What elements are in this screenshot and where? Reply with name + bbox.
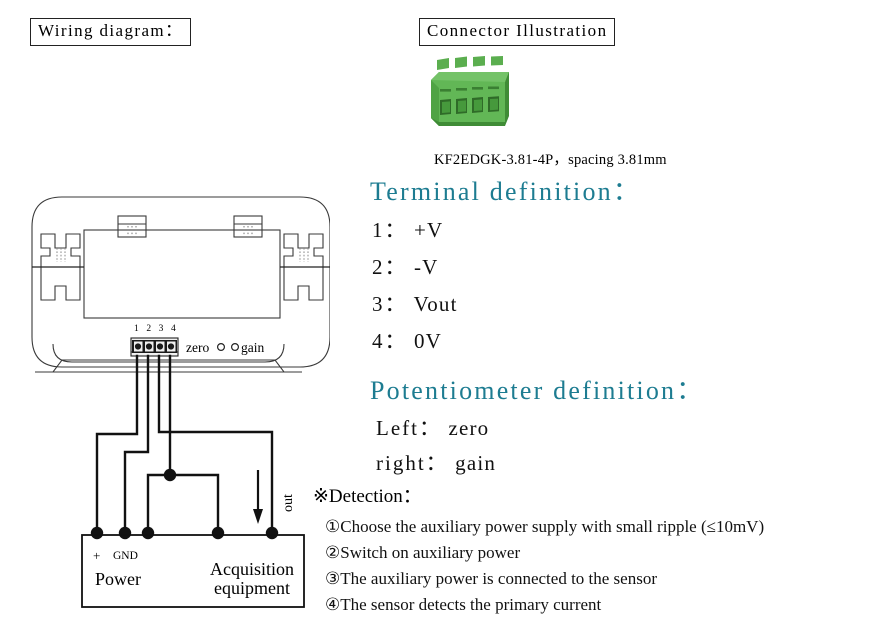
terminal-node-acq-in — [265, 526, 279, 540]
potentiometer-item-left: Left： zero — [376, 418, 489, 439]
zero-potentiometer-icon — [217, 343, 226, 352]
detection-step-1: ①Choose the auxiliary power supply with … — [325, 517, 765, 536]
sensor-top-tab-left — [117, 215, 147, 238]
detection-title: ※Detection： — [313, 487, 422, 506]
detection-title-text: Detection： — [328, 486, 422, 507]
wiring-diagram-graphic — [0, 0, 330, 638]
wire-bundle — [95, 354, 274, 535]
terminal-node-power-plus — [90, 526, 104, 540]
wire-common-to-acq-gnd — [168, 473, 220, 535]
terminal-node-acq-gnd — [211, 526, 225, 540]
terminal-pin-numbers: 1 2 3 4 — [134, 324, 179, 334]
connector-image — [425, 56, 521, 133]
detection-step-3: ③The auxiliary power is connected to the… — [325, 569, 657, 588]
gain-potentiometer-icon — [231, 343, 240, 352]
potentiometer-item-right: right： gain — [376, 453, 496, 474]
power-acquisition-box — [81, 534, 305, 608]
terminal-node-power-gnd — [118, 526, 132, 540]
power-box-label: Power — [95, 569, 141, 589]
gain-label: gain — [241, 340, 265, 355]
terminal-item-2: 2： -V — [372, 257, 439, 278]
junction-node-common — [163, 468, 177, 482]
out-arrow-icon — [253, 470, 263, 524]
zero-label: zero — [186, 340, 210, 355]
acquisition-label-line1: Acquisition — [210, 559, 294, 579]
terminal-item-4: 4： 0V — [372, 331, 442, 352]
terminal-item-3: 3： Vout — [372, 294, 458, 315]
wire-pin1-to-power-plus — [95, 354, 139, 535]
acquisition-box-label: Acquisition equipment — [200, 560, 304, 598]
terminal-item-1-value: +V — [413, 218, 444, 242]
wire-junction-nodes — [90, 468, 279, 540]
detection-step-4: ④The sensor detects the primary current — [325, 595, 602, 614]
out-label: out — [281, 494, 296, 512]
potentiometer-item-left-key: Left： — [376, 416, 442, 440]
sensor-top-tab-right — [233, 215, 263, 238]
connector-illustration-header: Connector Illustration — [419, 18, 616, 46]
terminal-definition-heading: Terminal definition： — [370, 177, 642, 206]
sensor-outer-shell — [31, 196, 330, 368]
wiring-diagram-header: Wiring diagram： — [30, 18, 192, 46]
terminal-item-4-key: 4： — [372, 329, 408, 353]
sensor-bracket-right — [283, 233, 324, 301]
potentiometer-item-left-value: zero — [448, 416, 490, 440]
terminal-item-3-key: 3： — [372, 292, 408, 316]
power-gnd-label: GND — [113, 550, 138, 562]
potentiometer-item-right-value: gain — [455, 451, 497, 475]
detection-step-2: ②Switch on auxiliary power — [325, 543, 521, 562]
sensor-terminal-block — [130, 337, 179, 357]
detection-marker-icon: ※ — [313, 486, 329, 507]
wire-common-to-box-left — [146, 473, 172, 535]
terminal-item-2-value: -V — [413, 255, 439, 279]
potentiometer-definition-heading: Potentiometer definition： — [370, 376, 705, 405]
wire-pin3-vout-to-acq-in — [157, 354, 274, 535]
wire-pin2-to-power-gnd — [123, 354, 150, 535]
green-4pin-terminal-block-icon — [431, 56, 509, 126]
connector-caption: KF2EDGK-3.81-4P，spacing 3.81mm — [434, 152, 667, 168]
terminal-item-1: 1： +V — [372, 220, 443, 241]
sensor-inner-window — [83, 229, 281, 319]
potentiometer-adjusters — [217, 343, 240, 352]
sensor-bracket-left — [40, 233, 81, 301]
acquisition-label-line2: equipment — [214, 577, 290, 598]
terminal-item-2-key: 2： — [372, 255, 408, 279]
terminal-item-1-key: 1： — [372, 218, 408, 242]
terminal-item-3-value: Vout — [413, 292, 458, 316]
potentiometer-item-right-key: right： — [376, 451, 449, 475]
terminal-item-4-value: 0V — [413, 329, 443, 353]
power-plus-label: + — [93, 548, 101, 563]
terminal-node-box-left — [141, 526, 155, 540]
